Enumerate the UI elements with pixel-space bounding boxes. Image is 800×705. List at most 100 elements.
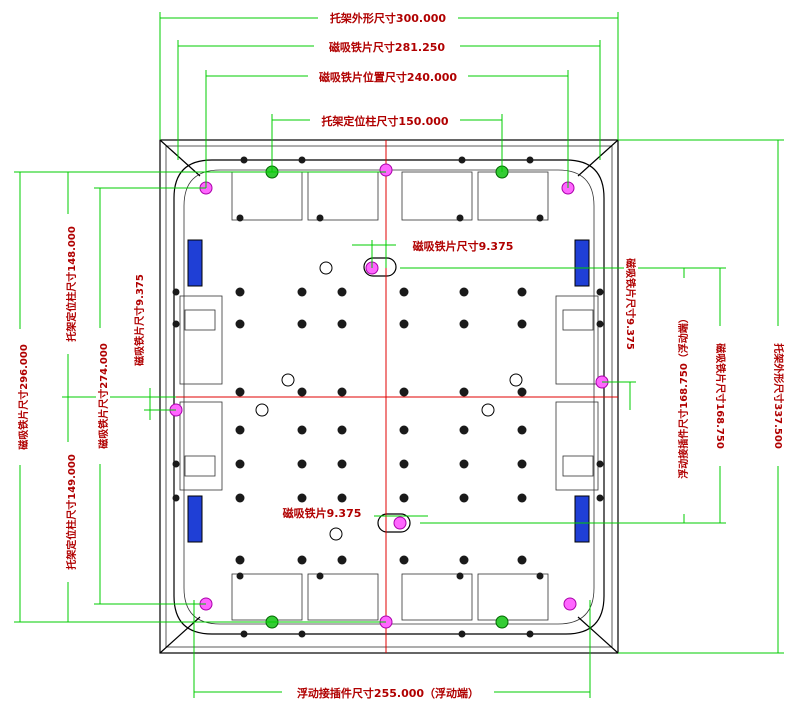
grid-hole [337, 425, 347, 435]
label-right-floating-168: 浮动接插件尺寸168.750（浮动端） [677, 313, 690, 479]
edge-hole [456, 214, 464, 222]
grid-hole [297, 319, 307, 329]
grid-hole [459, 459, 469, 469]
edge-hole [536, 572, 544, 580]
grid-hole [235, 319, 245, 329]
grid-hole [517, 287, 527, 297]
tray-rounded-inner [183, 169, 595, 625]
grid-hole [337, 459, 347, 469]
grid-hole [459, 387, 469, 397]
grid-hole [459, 555, 469, 565]
magnet-pin-slot-bottom [393, 516, 407, 530]
grid-hole [337, 555, 347, 565]
bottom-rib-pockets [231, 573, 549, 621]
open-holes [255, 261, 523, 541]
side-pockets [179, 295, 599, 491]
grid-hole [517, 555, 527, 565]
magnet-pins [169, 163, 609, 629]
top-rib-pockets [231, 171, 549, 221]
grid-hole [337, 319, 347, 329]
label-tray-outer-width: 托架外形尺寸300.000 [330, 11, 446, 25]
blue-pad-top-right [574, 239, 590, 287]
grid-hole [297, 425, 307, 435]
label-left-locating-148: 托架定位柱尺寸148.000 [65, 226, 78, 342]
grid-hole [297, 555, 307, 565]
hole-grid [172, 156, 604, 638]
edge-hole [526, 156, 534, 164]
center-lines [160, 140, 618, 653]
edge-hole [316, 214, 324, 222]
locating-pin-br [495, 615, 509, 629]
grid-hole [337, 287, 347, 297]
grid-hole [459, 425, 469, 435]
edge-hole [316, 572, 324, 580]
grid-hole [517, 493, 527, 503]
grid-hole [297, 387, 307, 397]
magnet-pin-br [563, 597, 577, 611]
edge-hole [298, 156, 306, 164]
label-left-magnet-296: 磁吸铁片尺寸296.000 [17, 344, 30, 450]
edge-hole [596, 320, 604, 328]
grid-hole [235, 387, 245, 397]
grid-hole [235, 555, 245, 565]
grid-hole [517, 319, 527, 329]
grid-hole [297, 287, 307, 297]
grid-hole [399, 319, 409, 329]
grid-hole [337, 493, 347, 503]
label-magnet-plate-small-top: 磁吸铁片尺寸9.375 [413, 239, 514, 253]
edge-hole [172, 494, 180, 502]
label-magnet-plate-small-bottom: 磁吸铁片9.375 [283, 506, 362, 520]
label-right-magnet-9375: 磁吸铁片尺寸9.375 [624, 258, 637, 350]
edge-hole [536, 214, 544, 222]
center-slots [363, 257, 411, 533]
grid-hole [399, 287, 409, 297]
label-magnet-plate-width: 磁吸铁片尺寸281.250 [329, 40, 445, 54]
grid-hole [235, 459, 245, 469]
grid-hole [517, 425, 527, 435]
edge-hole [456, 572, 464, 580]
label-magnet-plate-position: 磁吸铁片位置尺寸240.000 [319, 70, 457, 84]
grid-hole [399, 555, 409, 565]
slot-bottom [377, 513, 411, 533]
grid-hole [517, 459, 527, 469]
blue-pad-bottom-right [574, 495, 590, 543]
grid-hole [517, 387, 527, 397]
edge-hole [298, 630, 306, 638]
grid-hole [235, 493, 245, 503]
label-floating-connector-width: 浮动接插件尺寸255.000（浮动端） [297, 686, 479, 700]
label-tray-locating-pin: 托架定位柱尺寸150.000 [321, 114, 448, 128]
tray-rounded-body [173, 159, 605, 635]
edge-hole [596, 460, 604, 468]
edge-hole [596, 494, 604, 502]
edge-hole [172, 320, 180, 328]
edge-hole [236, 214, 244, 222]
grid-hole [459, 287, 469, 297]
edge-hole [172, 288, 180, 296]
grid-hole [297, 493, 307, 503]
tray-corner-braces [159, 139, 619, 654]
label-right-magnet-168: 磁吸铁片尺寸168.750 [714, 343, 727, 449]
edge-hole [458, 156, 466, 164]
slot-top [363, 257, 397, 277]
grid-hole [235, 425, 245, 435]
label-left-locating-149: 托架定位柱尺寸149.000 [65, 454, 78, 570]
blue-pad-bottom-left [187, 495, 203, 543]
magnet-pin-top-center [379, 163, 393, 177]
label-left-magnet-274: 磁吸铁片尺寸274.000 [97, 343, 110, 449]
label-tray-outer-height: 托架外形尺寸337.500 [772, 343, 785, 449]
grid-hole [459, 319, 469, 329]
grid-hole [399, 493, 409, 503]
grid-hole [235, 287, 245, 297]
grid-hole [459, 493, 469, 503]
edge-hole [172, 460, 180, 468]
dimension-labels: 托架外形尺寸300.000 磁吸铁片尺寸281.250 磁吸铁片位置尺寸240.… [16, 10, 786, 700]
edge-hole [526, 630, 534, 638]
grid-hole [297, 459, 307, 469]
blue-pad-top-left [187, 239, 203, 287]
label-left-magnet-9375: 磁吸铁片尺寸9.375 [133, 274, 146, 366]
grid-hole [337, 387, 347, 397]
blue-pads [187, 239, 590, 543]
edge-hole [240, 156, 248, 164]
grid-hole [399, 425, 409, 435]
